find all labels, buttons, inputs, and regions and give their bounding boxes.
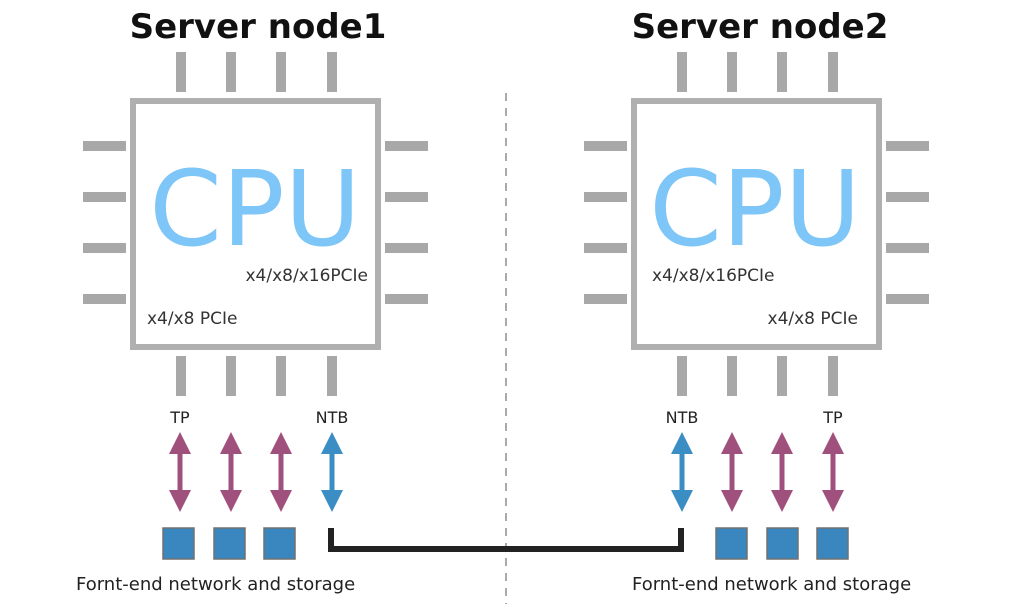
cpu-pin-top <box>777 52 787 92</box>
arrow-head-down <box>671 490 693 512</box>
tp-arrow <box>169 432 191 512</box>
cpu-pin-right <box>886 294 929 304</box>
tp-arrow <box>270 432 292 512</box>
cpu-pin-right <box>886 141 929 151</box>
arrow-head-up <box>671 432 693 454</box>
cpu-pin-bottom <box>727 356 737 396</box>
cpu-pin-top <box>176 52 186 92</box>
tp-arrow <box>771 432 793 512</box>
cpu-pin-right <box>385 141 428 151</box>
cpu-pin-left <box>584 294 627 304</box>
cpu-pin-top <box>677 52 687 92</box>
pcie-top-label: x4/x8/x16PCIe <box>246 266 369 286</box>
link-arrows <box>671 432 844 512</box>
arrow-shaft <box>228 452 234 492</box>
cpu-pin-bottom <box>176 356 186 396</box>
cpu-pin-bottom <box>327 356 337 396</box>
cpu-pin-left <box>83 294 126 304</box>
arrow-head-up <box>822 432 844 454</box>
link-arrows <box>169 432 343 512</box>
front-end-devices <box>715 527 849 560</box>
cpu-pin-top <box>276 52 286 92</box>
cpu-pin-right <box>385 243 428 253</box>
front-end-device <box>263 527 296 560</box>
arrow-shaft <box>779 452 785 492</box>
node-title: Server node1 <box>130 7 387 47</box>
front-end-device <box>715 527 748 560</box>
server-node-2: Server node2 CPU x4/x8/x16PCIe x4/x8 PCI… <box>584 7 929 595</box>
cpu-pin-top <box>727 52 737 92</box>
pcie-top-label: x4/x8/x16PCIe <box>652 266 775 286</box>
arrow-head-up <box>220 432 242 454</box>
front-end-devices <box>162 527 296 560</box>
port-label-ntb: NTB <box>316 408 349 427</box>
ntb-arrow <box>321 432 343 512</box>
arrow-head-down <box>822 490 844 512</box>
front-end-device <box>816 527 849 560</box>
front-end-caption: Fornt-end network and storage <box>632 574 911 595</box>
front-end-device <box>213 527 246 560</box>
cpu-label: CPU <box>649 148 860 270</box>
cpu-pin-left <box>83 192 126 202</box>
cpu-pin-left <box>584 192 627 202</box>
cpu-pin-left <box>83 243 126 253</box>
front-end-caption: Fornt-end network and storage <box>76 574 355 595</box>
arrow-head-up <box>321 432 343 454</box>
cpu-pin-right <box>886 243 929 253</box>
arrow-shaft <box>679 452 685 492</box>
cpu-chip <box>631 98 882 350</box>
cpu-pin-bottom <box>777 356 787 396</box>
cpu-pin-bottom <box>677 356 687 396</box>
pcie-bottom-label: x4/x8 PCIe <box>147 309 237 329</box>
arrow-head-down <box>771 490 793 512</box>
cpu-pin-bottom <box>226 356 236 396</box>
arrow-shaft <box>329 452 335 492</box>
cpu-pin-left <box>584 141 627 151</box>
arrow-shaft <box>729 452 735 492</box>
arrow-shaft <box>278 452 284 492</box>
tp-arrow <box>822 432 844 512</box>
front-end-device <box>162 527 195 560</box>
cpu-pin-top <box>327 52 337 92</box>
cpu-pin-right <box>385 192 428 202</box>
port-label-tp: TP <box>822 408 843 427</box>
server-node-1: Server node1 CPU x4/x8/x16PCIe x4/x8 PCI… <box>76 7 428 595</box>
front-end-device <box>766 527 799 560</box>
cpu-pin-bottom <box>828 356 838 396</box>
cpu-label: CPU <box>149 148 360 270</box>
arrow-head-down <box>321 490 343 512</box>
pcie-bottom-label: x4/x8 PCIe <box>768 309 858 329</box>
cpu-pin-bottom <box>276 356 286 396</box>
arrow-head-up <box>721 432 743 454</box>
arrow-head-down <box>169 490 191 512</box>
arrow-head-up <box>270 432 292 454</box>
cpu-pin-top <box>828 52 838 92</box>
tp-arrow <box>721 432 743 512</box>
cpu-pin-top <box>226 52 236 92</box>
arrow-head-up <box>771 432 793 454</box>
cpu-pins <box>584 52 929 396</box>
cpu-pin-right <box>886 192 929 202</box>
arrow-shaft <box>177 452 183 492</box>
ntb-arrow <box>671 432 693 512</box>
arrow-shaft <box>830 452 836 492</box>
node-title: Server node2 <box>632 7 889 47</box>
arrow-head-up <box>169 432 191 454</box>
port-label-ntb: NTB <box>666 408 699 427</box>
cpu-chip <box>130 98 381 350</box>
arrow-head-down <box>220 490 242 512</box>
cpu-pin-left <box>83 141 126 151</box>
cpu-pins <box>83 52 428 396</box>
tp-arrow <box>220 432 242 512</box>
ntb-interconnect <box>328 528 684 552</box>
arrow-head-down <box>721 490 743 512</box>
cpu-pin-right <box>385 294 428 304</box>
port-label-tp: TP <box>169 408 190 427</box>
arrow-head-down <box>270 490 292 512</box>
cpu-pin-left <box>584 243 627 253</box>
